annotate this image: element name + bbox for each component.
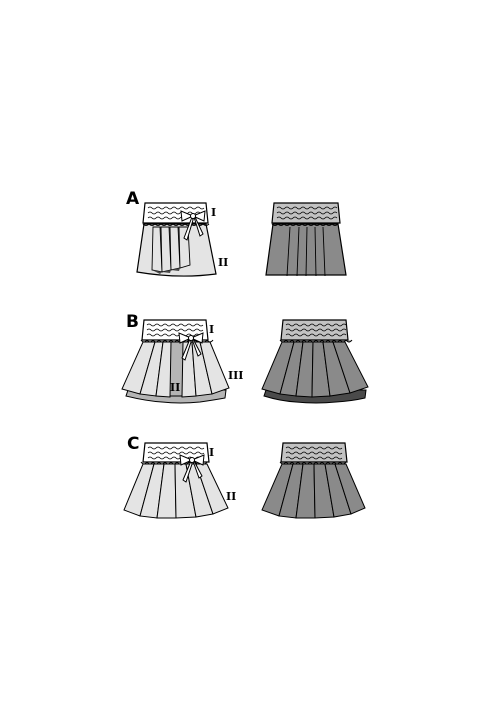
view-b-label-skirt: III [228, 369, 243, 382]
pleat-panel [169, 226, 181, 271]
view-a: A [126, 189, 347, 277]
flare-panel [199, 341, 230, 395]
pleat-panel [160, 226, 172, 273]
view-c-label-skirt: II [226, 490, 236, 503]
view-b-label-lining: II [170, 381, 180, 394]
skirt-body [265, 223, 347, 276]
view-b-back-skirt [261, 319, 369, 404]
view-b-label-waistband: I [209, 323, 214, 336]
bow [179, 454, 205, 483]
pleat-shadow [152, 268, 180, 274]
view-c-label-waistband: I [209, 446, 214, 459]
view-b-letter: B [126, 312, 139, 332]
view-a-label-waistband: I [211, 206, 216, 219]
pleat-panel [151, 226, 163, 273]
pleat-lines [286, 226, 326, 277]
waistband [271, 202, 341, 224]
bow [178, 332, 204, 361]
view-a-front-skirt [136, 202, 217, 277]
bow [180, 210, 206, 241]
view-a-letter: A [126, 189, 140, 209]
view-b: B [121, 312, 369, 404]
view-c-letter: C [127, 434, 139, 454]
view-a-back-skirt [265, 202, 347, 277]
smocking-lines [285, 323, 347, 337]
flare-panel [332, 341, 369, 394]
waist-ruffle [271, 223, 339, 226]
smocking-lines [285, 446, 343, 460]
view-c-front-skirt [123, 442, 229, 519]
smocking-lines [146, 323, 204, 337]
view-b-front-skirt [121, 319, 230, 404]
smocking-lines [276, 206, 338, 220]
view-c-back-skirt [261, 442, 366, 519]
view-c: C I II [123, 434, 366, 519]
view-a-label-skirt: II [218, 256, 228, 269]
